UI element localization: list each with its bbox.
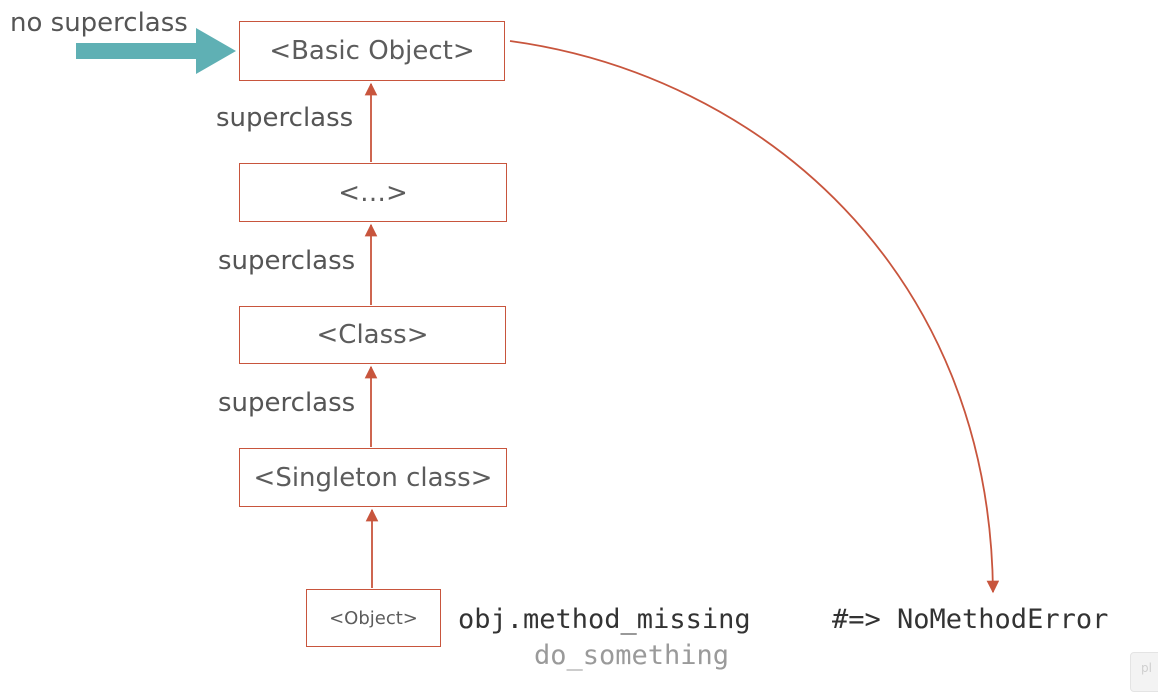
no-superclass-label: no superclass (10, 8, 188, 38)
corner-tab: pl (1130, 652, 1158, 692)
singleton-class-node: <Singleton class> (239, 448, 507, 507)
object-node: <Object> (306, 589, 441, 647)
no-superclass-arrow (76, 28, 236, 74)
nomethoderror-result: #=> NoMethodError (832, 604, 1109, 635)
faded-do-something-call: do_something (534, 640, 730, 671)
basic-object-node: <Basic Object> (239, 21, 505, 81)
superclass-label-2: superclass (218, 246, 356, 276)
superclass-label-3: superclass (218, 388, 356, 418)
superclass-label-1: superclass (216, 103, 354, 133)
method-missing-call: obj.method_missing (458, 604, 751, 635)
class-node: <Class> (239, 306, 506, 364)
ellipsis-node: <…> (239, 163, 507, 222)
arrow-basic-object-to-nomethoderror (509, 40, 1000, 594)
